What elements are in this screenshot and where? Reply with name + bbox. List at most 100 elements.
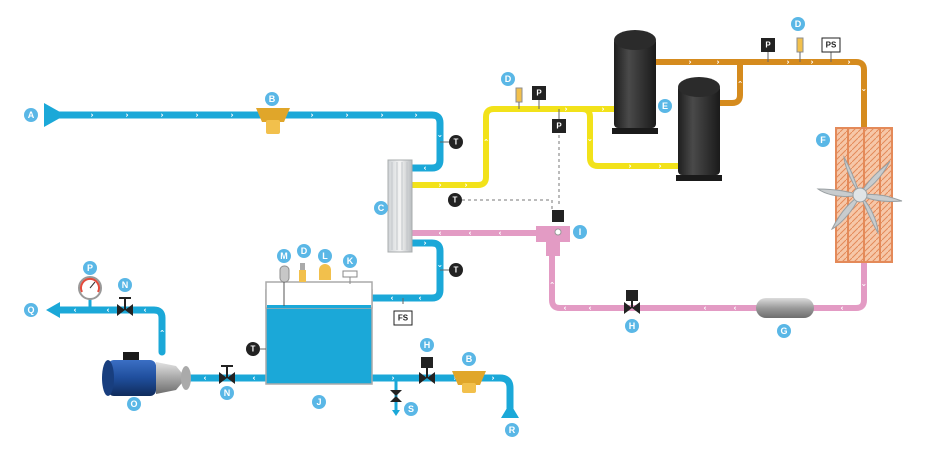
svg-text:K: K [347,256,354,266]
orange-flow-arrows: › › › › › › › [688,58,868,92]
svg-text:I: I [579,227,582,237]
tag-T3: T [440,263,463,277]
tag-T4: T [246,342,266,356]
svg-text:›: › [160,111,163,120]
svg-text:‹: ‹ [106,306,109,315]
svg-text:›: › [158,329,167,332]
svg-text:A: A [28,110,35,120]
orange-hot-gas-line [656,59,867,128]
strainer-bottom [452,371,486,393]
svg-text:P: P [87,263,93,273]
liquid-receiver [756,298,814,318]
svg-text:›: › [345,111,348,120]
water-tank [265,281,373,385]
svg-text:›: › [860,283,869,286]
svg-text:T: T [251,345,256,354]
svg-text:‹: ‹ [733,304,736,313]
manual-valve-discharge [117,297,133,316]
svg-text:H: H [424,340,431,350]
label-A: A [24,108,38,122]
svg-text:Q: Q [27,305,34,315]
manual-valve-pump-inlet [219,365,235,384]
svg-text:›: › [786,58,789,67]
svg-text:‹: ‹ [390,294,393,303]
svg-text:›: › [548,281,557,284]
svg-text:D: D [505,74,512,84]
svg-text:›: › [436,134,445,137]
tag-P1: P [532,86,546,100]
svg-text:‹: ‹ [418,294,421,303]
label-K: K [343,254,357,268]
pressure-gauge [78,276,102,310]
pink-flow-arrows: › ‹ ‹ ‹ ‹ ‹ › ‹ ‹ ‹ [438,229,868,313]
svg-text:‹: ‹ [588,304,591,313]
svg-text:P: P [556,122,562,131]
label-F: F [816,133,830,147]
compressor-2 [676,77,722,181]
label-E: E [658,99,672,113]
label-S: S [404,402,418,416]
svg-text:C: C [378,203,385,213]
svg-text:‹: ‹ [423,164,426,173]
label-G: G [777,324,791,338]
drain-valve [390,378,402,416]
label-J: J [312,395,326,409]
svg-text:›: › [414,111,417,120]
pump [102,352,191,396]
solenoid-valve-refrigerant [624,290,640,314]
svg-text:‹: ‹ [703,304,706,313]
svg-text:O: O [130,399,137,409]
svg-text:FS: FS [398,314,409,323]
water-inlet-pipe [48,111,444,172]
svg-text:‹: ‹ [840,304,843,313]
plate-heat-exchanger [387,159,413,253]
svg-text:P: P [536,89,542,98]
tag-PS: PS [821,37,841,53]
svg-text:›: › [564,105,567,114]
svg-text:‹: ‹ [468,229,471,238]
solenoid-valve-water [419,357,435,384]
svg-text:‹: ‹ [73,306,76,315]
yellow-flow-arrows: › › › › › › › › [438,105,661,190]
temperature-probe-yellow [515,87,523,109]
label-H-refrigerant: H [625,319,639,333]
label-Q: Q [24,303,38,317]
label-L: L [318,249,332,263]
svg-text:‹: ‹ [143,306,146,315]
svg-text:›: › [423,239,426,248]
water-outlet-arrow [46,302,60,318]
label-D-tank: D [297,244,311,258]
svg-text:›: › [391,374,394,383]
svg-text:N: N [122,280,129,290]
label-O: O [127,397,141,411]
water-inlet-horn [44,103,60,127]
svg-text:T: T [453,196,458,205]
svg-text:›: › [195,111,198,120]
svg-text:›: › [436,264,445,267]
tag-P3: P [761,38,775,52]
svg-text:›: › [688,58,691,67]
svg-text:R: R [509,425,516,435]
tank-drain-pipe [368,374,514,412]
svg-text:‹: ‹ [498,229,501,238]
svg-text:‹: ‹ [252,374,255,383]
svg-text:›: › [482,138,491,141]
expansion-valve [536,210,570,256]
label-M: M [277,249,291,263]
svg-text:D: D [301,246,308,256]
svg-text:D: D [795,19,802,29]
tag-P2: P [552,119,566,133]
condenser-fan [816,155,903,235]
svg-text:›: › [380,111,383,120]
svg-text:›: › [628,162,631,171]
svg-text:‹: ‹ [438,229,441,238]
svg-text:E: E [662,101,668,111]
svg-text:P: P [765,41,771,50]
svg-text:›: › [230,111,233,120]
return-funnel [501,408,519,418]
svg-text:G: G [780,326,787,336]
temperature-probe-orange [796,37,804,62]
pink-refrigerant-line [412,230,867,311]
yellow-refrigerant-line [412,106,684,188]
